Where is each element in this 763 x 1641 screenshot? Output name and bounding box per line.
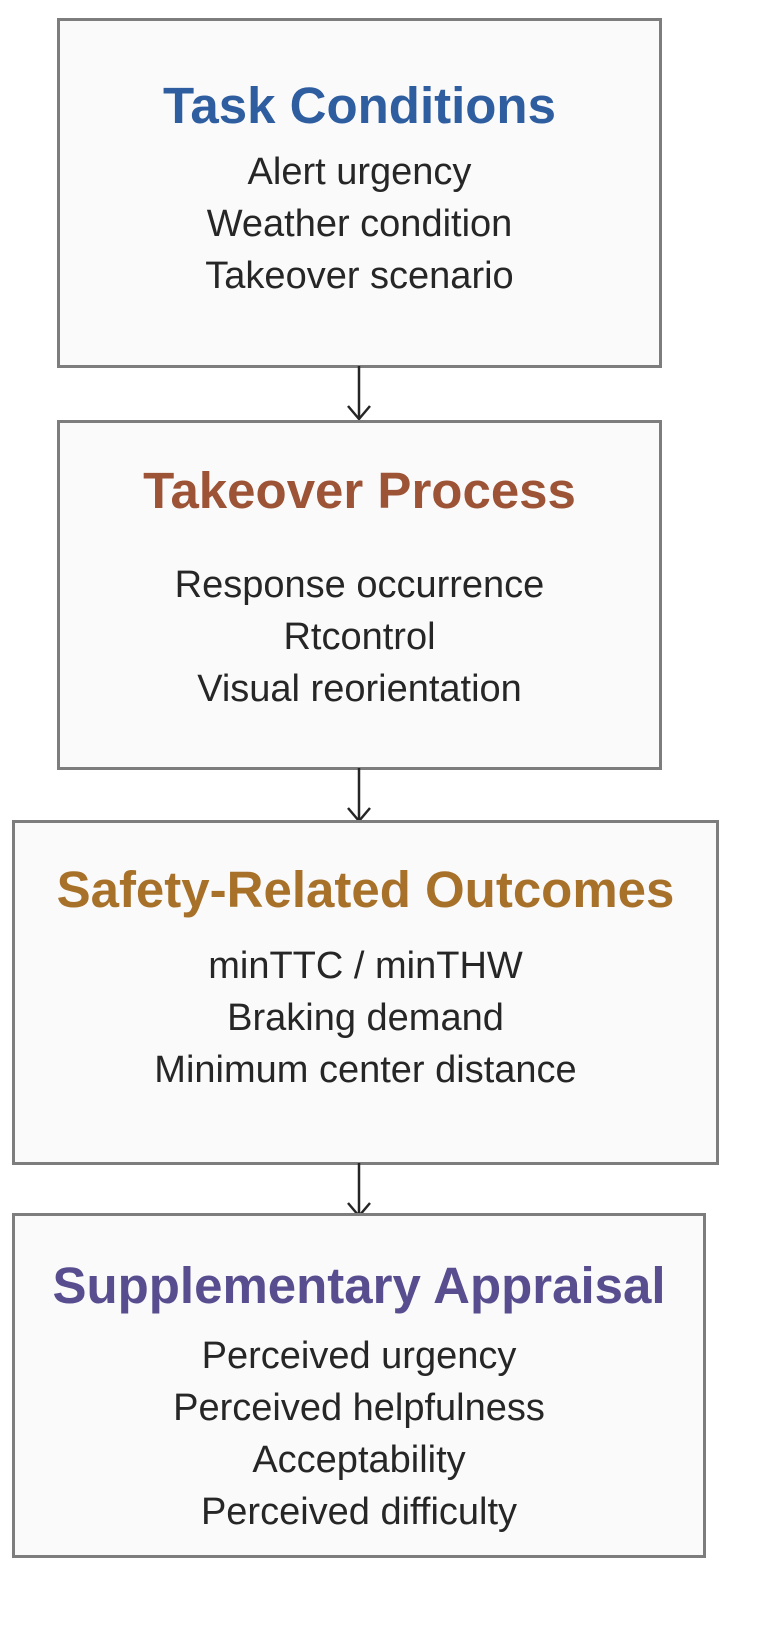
list-item: Perceived helpfulness	[173, 1387, 545, 1429]
arrow-process-to-outcomes	[347, 768, 371, 823]
box-takeover-process: Takeover Process Response occurrence Rtc…	[57, 420, 662, 770]
list-item: Visual reorientation	[197, 668, 522, 710]
box-title-task-conditions: Task Conditions	[163, 77, 556, 134]
list-item: Takeover scenario	[205, 255, 514, 297]
list-item: Response occurrence	[174, 564, 545, 606]
list-item: Alert urgency	[247, 151, 472, 193]
list-item: Acceptability	[252, 1439, 466, 1481]
list-item: Weather condition	[206, 203, 513, 245]
box-items-safety-related-outcomes: minTTC / minTHW Braking demand Minimum c…	[15, 940, 716, 1096]
box-items-takeover-process: Response occurrence Rtcontrol Visual reo…	[60, 559, 659, 715]
list-item: Minimum center distance	[154, 1049, 577, 1091]
arrow-outcomes-to-appraisal	[347, 1163, 371, 1218]
box-title-supplementary-appraisal: Supplementary Appraisal	[52, 1257, 666, 1314]
list-item: minTTC / minTHW	[208, 945, 523, 987]
arrow-task-to-process	[347, 366, 371, 421]
box-title-safety-related-outcomes: Safety-Related Outcomes	[56, 861, 675, 918]
list-item: Perceived difficulty	[200, 1491, 518, 1533]
box-supplementary-appraisal: Supplementary Appraisal Perceived urgenc…	[12, 1213, 706, 1558]
list-item: Perceived urgency	[201, 1335, 517, 1377]
list-item: Braking demand	[227, 997, 504, 1039]
box-task-conditions: Task Conditions Alert urgency Weather co…	[57, 18, 662, 368]
box-items-task-conditions: Alert urgency Weather condition Takeover…	[60, 146, 659, 302]
list-item: Rtcontrol	[283, 616, 436, 658]
box-safety-related-outcomes: Safety-Related Outcomes minTTC / minTHW …	[12, 820, 719, 1165]
box-items-supplementary-appraisal: Perceived urgency Perceived helpfulness …	[15, 1330, 703, 1538]
box-title-takeover-process: Takeover Process	[143, 462, 576, 519]
